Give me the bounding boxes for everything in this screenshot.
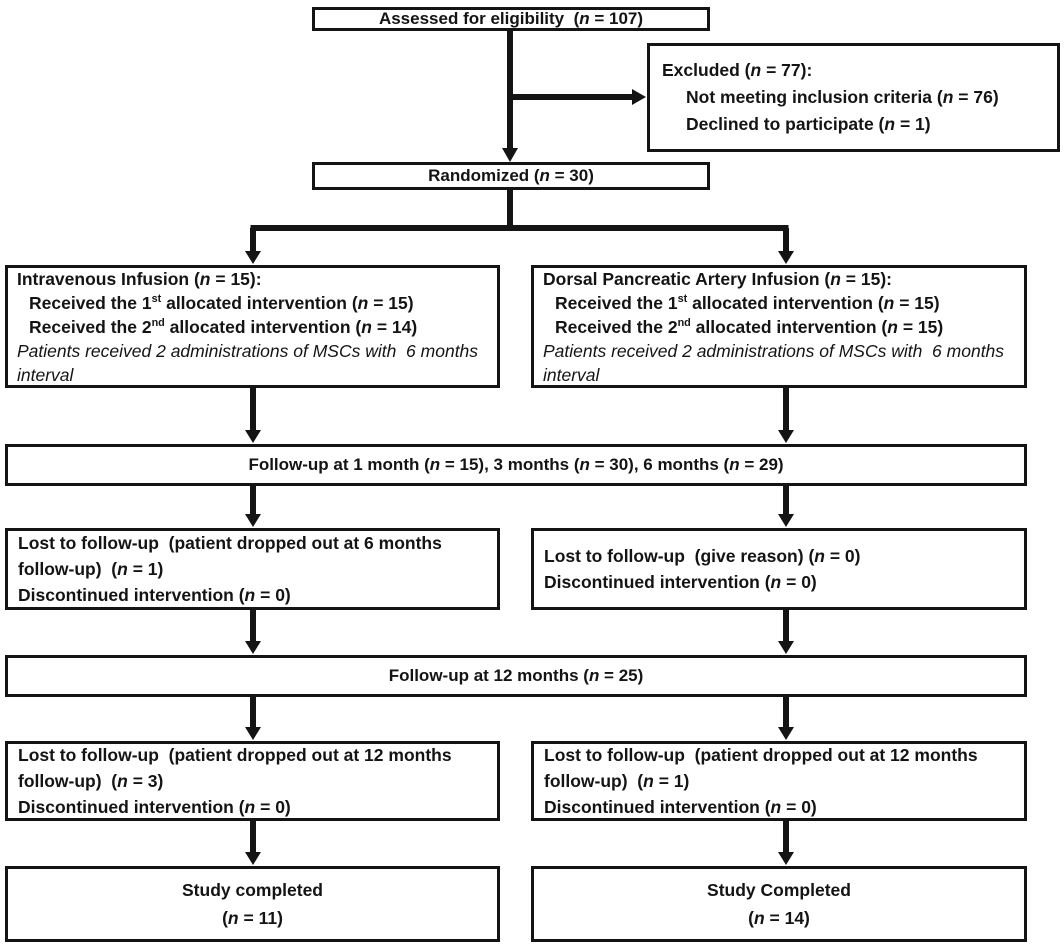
box-arm-intravenous-infusion: Intravenous Infusion (n = 15):Received t… [5, 265, 500, 388]
box-lost-followup-6m-left: Lost to follow-up (patient dropped out a… [5, 528, 500, 610]
arrow-followup2-to-lost2-right [778, 697, 794, 740]
box-study-completed-right: Study Completed(n = 14) [531, 866, 1027, 942]
arrow-branch-to-right-arm [778, 228, 794, 264]
box-followup-12-months: Follow-up at 12 months (n = 25) [5, 655, 1027, 697]
randomized-branch-line [250, 190, 789, 231]
arrow-right-arm-to-followup1 [778, 388, 794, 443]
arrow-branch-to-left-arm [245, 228, 261, 264]
arrow-to-excluded [510, 89, 646, 105]
box-arm-dorsal-pancreatic-artery-infusion: Dorsal Pancreatic Artery Infusion (n = 1… [531, 265, 1027, 388]
arrow-lost2-left-to-study-left [245, 821, 261, 865]
arrow-followup1-to-lost1-right [778, 486, 794, 527]
arrow-followup2-to-lost2-left [245, 697, 261, 740]
arrow-assessed-to-randomized [502, 31, 518, 162]
arrow-lost1-right-to-followup2 [778, 610, 794, 654]
arrow-lost2-right-to-study-right [778, 821, 794, 865]
box-assessed-eligibility: Assessed for eligibility (n = 107) [312, 7, 710, 31]
box-excluded: Excluded (n = 77):Not meeting inclusion … [647, 43, 1060, 152]
box-study-completed-left: Study completed(n = 11) [5, 866, 500, 942]
box-followup-1-3-6-months: Follow-up at 1 month (n = 15), 3 months … [5, 444, 1027, 486]
box-randomized: Randomized (n = 30) [312, 162, 710, 190]
arrow-followup1-to-lost1-left [245, 486, 261, 527]
box-lost-followup-right: Lost to follow-up (give reason) (n = 0)D… [531, 528, 1027, 610]
box-lost-followup-12m-left: Lost to follow-up (patient dropped out a… [5, 741, 500, 821]
box-lost-followup-12m-right: Lost to follow-up (patient dropped out a… [531, 741, 1027, 821]
arrow-lost1-left-to-followup2 [245, 610, 261, 654]
arrow-left-arm-to-followup1 [245, 388, 261, 443]
